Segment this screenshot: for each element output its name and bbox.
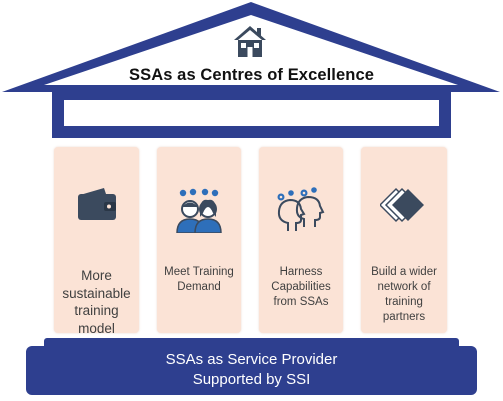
base-text: SSAs as Service Provider Supported by SS… xyxy=(30,350,473,390)
pillar-harness-capabilities: Harness Capabilities from SSAs xyxy=(259,147,343,333)
pillar-wider-network: Build a wider network of training partne… xyxy=(361,147,447,333)
wallet-icon xyxy=(77,188,116,220)
house-icon xyxy=(234,26,266,57)
pillar-sustainable-model: More sustainable training model xyxy=(54,147,139,336)
pillar-label: Meet Training Demand xyxy=(164,266,234,293)
base-line-1: SSAs as Service Provider xyxy=(165,351,338,368)
people-icon xyxy=(176,188,222,233)
base-line-2: Supported by SSI xyxy=(192,371,311,388)
pillar-label: More sustainable training model xyxy=(62,268,131,336)
pillar-label: Build a wider network of training partne… xyxy=(371,266,437,323)
layered-diamonds-icon xyxy=(380,187,424,223)
pillar-training-demand: Meet Training Demand xyxy=(157,147,241,333)
roof-title: SSAs as Centres of Excellence xyxy=(128,66,375,84)
pillar-label: Harness Capabilities from SSAs xyxy=(271,266,331,308)
heads-gears-icon xyxy=(277,187,325,231)
